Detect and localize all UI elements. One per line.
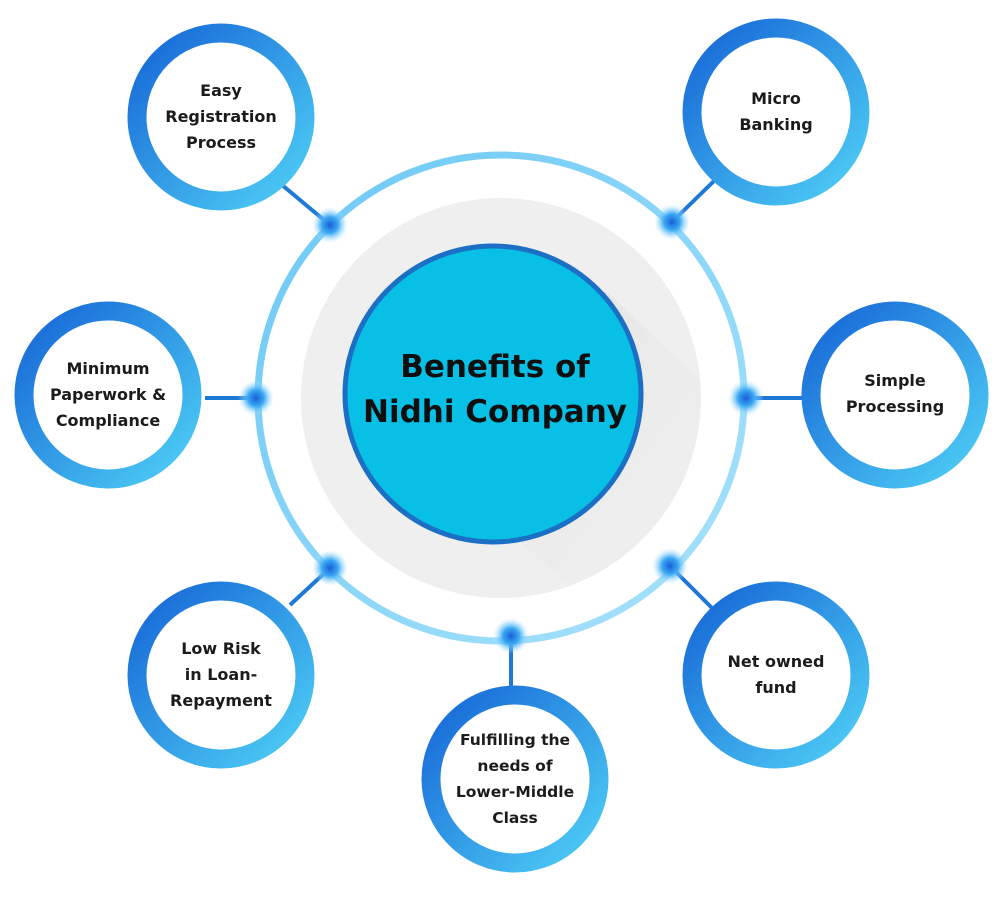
benefit-label-line: Banking	[739, 115, 813, 134]
benefit-simple-processing: Simple Processing	[820, 368, 970, 420]
connector-dot	[312, 207, 348, 243]
center-title: Benefits of Nidhi Company	[350, 345, 640, 435]
node-ring	[801, 301, 989, 489]
connector-dot	[238, 380, 274, 416]
benefit-label-line: Net owned	[727, 652, 825, 671]
connector-dot	[652, 548, 688, 584]
connector-dot	[493, 618, 529, 654]
node-ring	[682, 581, 870, 769]
benefit-low-risk: Low Risk in Loan- Repayment	[146, 636, 296, 714]
benefit-label-line: Easy	[200, 81, 242, 100]
center-title-line: Nidhi Company	[363, 394, 627, 430]
center-title-line: Benefits of	[400, 349, 590, 385]
connector-dot	[654, 204, 690, 240]
node-ring	[14, 301, 202, 489]
center-circle	[342, 243, 644, 545]
connector-dot	[312, 550, 348, 586]
benefit-nodes	[14, 18, 989, 873]
node-ring	[127, 581, 315, 769]
benefit-label-line: Process	[186, 133, 256, 152]
benefit-label-line: Simple	[864, 371, 926, 390]
benefit-label-line: Micro	[751, 89, 801, 108]
node-ring	[682, 18, 870, 206]
benefit-minimum-paperwork: Minimum Paperwork & Compliance	[33, 356, 183, 434]
benefit-label-line: in Loan-	[184, 665, 258, 684]
benefit-label-line: Repayment	[170, 691, 272, 710]
benefit-label-line: Lower-Middle	[455, 783, 575, 801]
benefit-label-line: Class	[492, 809, 538, 827]
benefit-label-line: Fulfilling the	[459, 731, 571, 749]
benefit-easy-registration: Easy Registration Process	[146, 78, 296, 156]
benefit-label-line: Compliance	[55, 411, 161, 430]
benefit-lower-middle-class: Fulfilling the needs of Lower-Middle Cla…	[440, 727, 590, 831]
benefit-label-line: Processing	[845, 397, 945, 416]
benefit-label-line: needs of	[477, 757, 553, 775]
benefit-label-line: Low Risk	[181, 639, 261, 658]
benefit-label-line: Paperwork &	[49, 385, 167, 404]
benefit-label-line: Registration	[165, 107, 277, 126]
node-ring	[421, 685, 609, 873]
benefit-label-line: fund	[755, 678, 797, 697]
node-ring	[127, 23, 315, 211]
benefit-micro-banking: Micro Banking	[701, 86, 851, 138]
benefit-net-owned-fund: Net owned fund	[701, 649, 851, 701]
benefit-label-line: Minimum	[66, 359, 150, 378]
connector-dot	[728, 380, 764, 416]
connector-dots	[238, 204, 764, 654]
